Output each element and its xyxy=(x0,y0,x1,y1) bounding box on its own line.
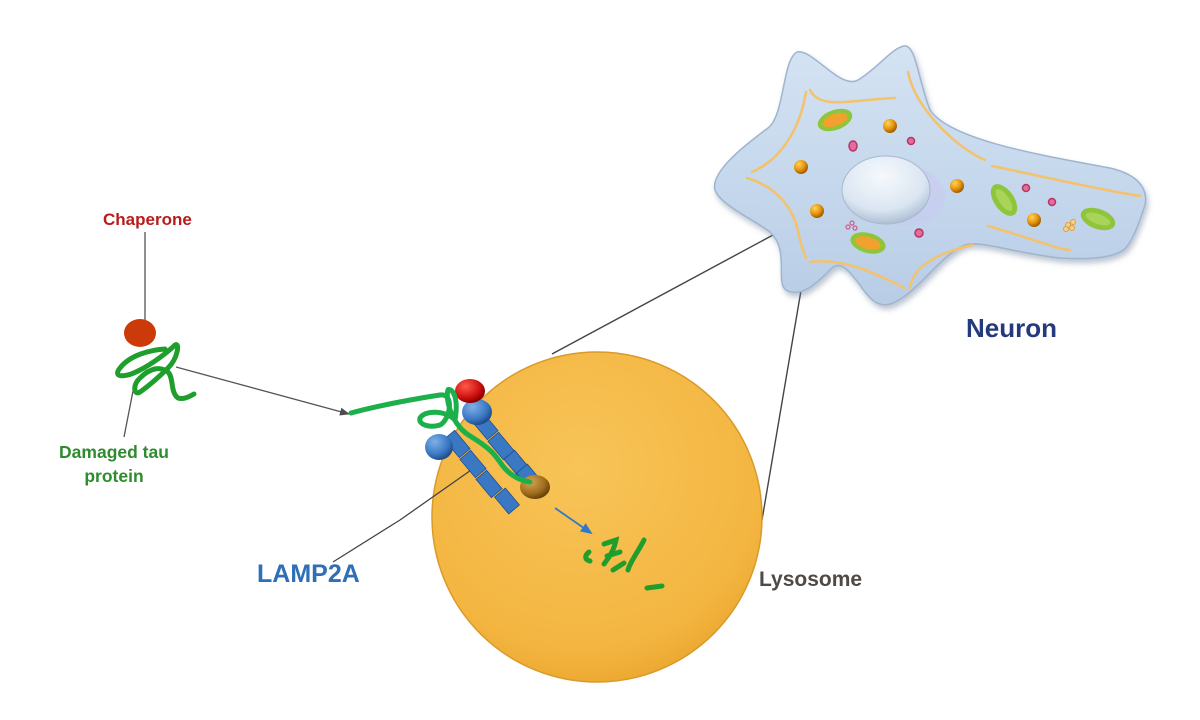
damaged-tau-label-line1: Damaged tau xyxy=(59,442,169,462)
neuron xyxy=(713,45,1147,306)
lysosome-label: Lysosome xyxy=(759,568,863,591)
tau-fragments xyxy=(583,536,665,591)
lamp2a-label: LAMP2A xyxy=(257,560,360,588)
chaperone-protein xyxy=(124,319,156,347)
small-orange-cluster xyxy=(1063,219,1076,232)
degradation xyxy=(554,507,665,591)
highlighted-lysosome xyxy=(810,204,824,218)
chaperone-tau-complex xyxy=(115,232,350,438)
transport-arrow xyxy=(175,366,350,416)
lysosome xyxy=(431,351,763,683)
damaged-tau-label-line2: protein xyxy=(84,466,144,486)
chaperone-label: Chaperone xyxy=(103,210,192,229)
small-vesicle-cluster xyxy=(845,220,858,231)
tau-leader-line xyxy=(123,385,135,438)
damaged-tau-label: Damaged tau protein xyxy=(40,440,188,488)
lamp2a-leader-line-2 xyxy=(332,519,401,563)
mitochondria xyxy=(817,108,1116,254)
damaged-tau-protein xyxy=(115,342,197,401)
degradation-arrow xyxy=(554,507,593,535)
neuron-label: Neuron xyxy=(966,313,1057,343)
lamp2a-receptor-left xyxy=(443,429,520,515)
vesicles xyxy=(848,136,1057,238)
bound-chaperone xyxy=(455,379,485,403)
zoom-line-upper xyxy=(551,213,813,355)
lamp2a-head-left xyxy=(425,434,453,460)
neuron-lysosomes xyxy=(794,119,1041,227)
lamp2a-complex xyxy=(332,379,550,563)
lamp2a-head-right xyxy=(462,399,492,425)
translocating-tau xyxy=(348,386,533,485)
cytoskeleton-lines xyxy=(745,70,1142,290)
nucleus xyxy=(841,155,931,225)
lamp2a-leader-line xyxy=(399,467,475,521)
